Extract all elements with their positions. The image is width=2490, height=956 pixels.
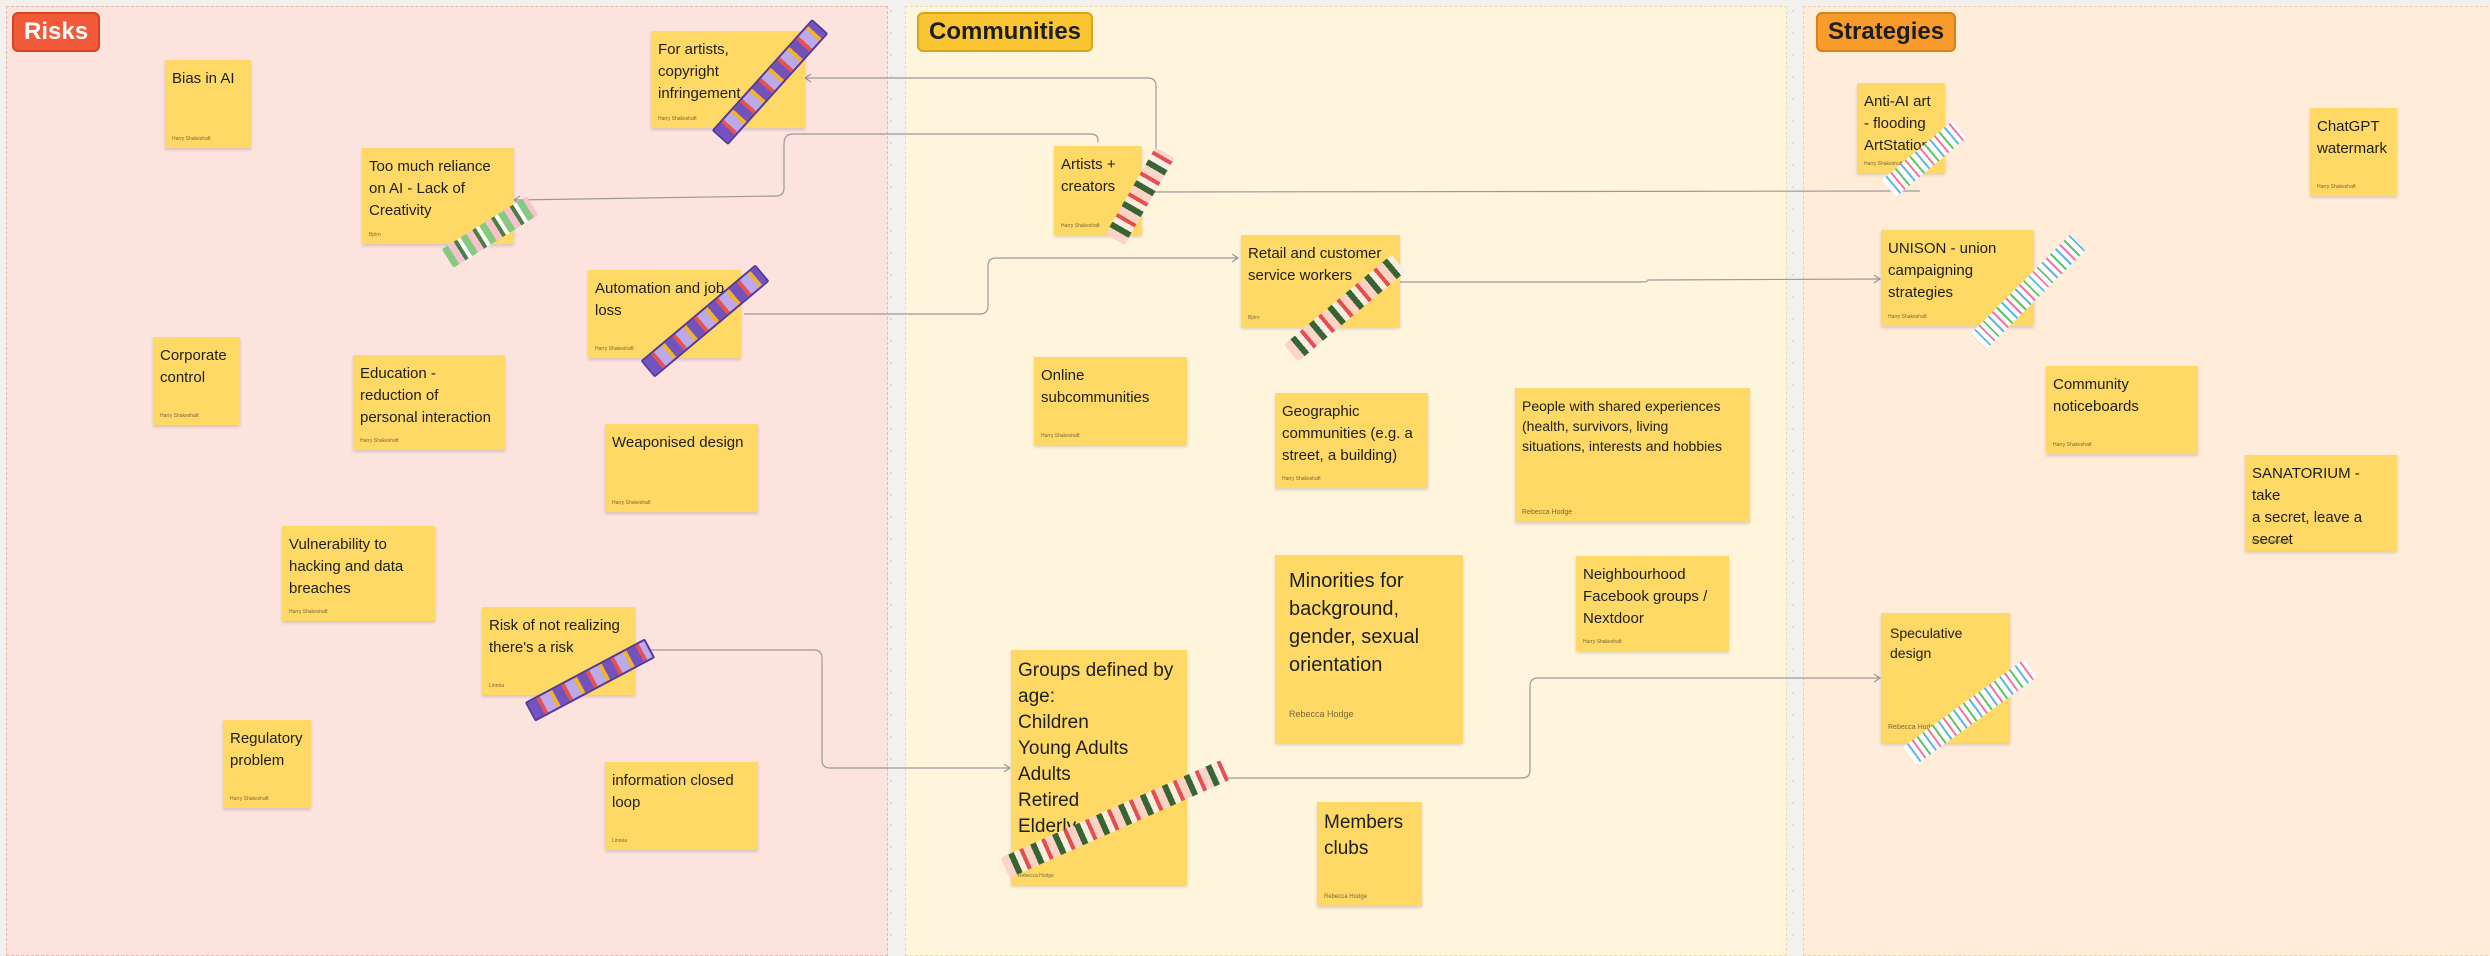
note-text: People with shared experiences (health, … xyxy=(1522,398,1723,454)
section-label-communities[interactable]: Communities xyxy=(917,12,1094,52)
sticky-note-minorities[interactable]: Minorities for background, gender, sexua… xyxy=(1275,555,1463,743)
sticky-note-information-closed-loop[interactable]: information closed loop Linnéa xyxy=(605,762,758,850)
note-text: information closed loop xyxy=(612,772,734,811)
note-author: Harry Shakeshaft xyxy=(1583,639,1622,645)
note-author: Harry Shakeshaft xyxy=(595,346,634,352)
note-text: Geographic communities (e.g. a street, a… xyxy=(1282,403,1413,464)
sticky-note-education[interactable]: Education - reduction of personal intera… xyxy=(353,355,505,450)
note-text: Members clubs xyxy=(1324,812,1404,859)
note-text: Community noticeboards xyxy=(2053,376,2139,415)
note-author: Harry Shakeshaft xyxy=(172,136,211,142)
note-text: Corporate control xyxy=(160,347,227,386)
section-label-strategies[interactable]: Strategies xyxy=(1816,12,1957,52)
note-text: Weaponised design xyxy=(612,434,744,451)
sticky-note-shared-experiences[interactable]: People with shared experiences (health, … xyxy=(1515,388,1750,522)
sticky-note-online-subcommunities[interactable]: Online subcommunities Harry Shakeshaft xyxy=(1034,357,1187,445)
sticky-note-members-clubs[interactable]: Members clubs Rebecca Hodge xyxy=(1317,802,1422,906)
note-text: Anti-AI art - flooding ArtStation xyxy=(1864,93,1931,154)
note-author: Harry Shakeshaft xyxy=(2252,539,2291,545)
note-text: Bias in AI xyxy=(172,70,235,87)
note-author: Rebecca Hodge xyxy=(1289,709,1354,719)
note-text: Neighbourhood Facebook groups / Nextdoor xyxy=(1583,566,1708,627)
note-text: UNISON - union campaigning strategies xyxy=(1888,240,1997,301)
note-author: Harry Shakeshaft xyxy=(2317,184,2356,190)
note-author: Rebecca Hodge xyxy=(1522,509,1573,516)
sticky-note-regulatory-problem[interactable]: Regulatory problem Harry Shakeshaft xyxy=(223,720,311,808)
sticky-note-too-much-reliance[interactable]: Too much reliance on AI - Lack of Creati… xyxy=(362,148,514,244)
note-text: Risk of not realizing there's a risk xyxy=(489,617,620,656)
sticky-note-community-noticeboards[interactable]: Community noticeboards Harry Shakeshaft xyxy=(2046,366,2198,454)
note-author: Harry Shakeshaft xyxy=(1061,223,1100,229)
note-author: Rebecca Hodge xyxy=(1888,724,1939,731)
note-author: Harry Shakeshaft xyxy=(1888,314,1927,320)
note-author: Harry Shakeshaft xyxy=(1864,161,1903,167)
note-text: Vulnerability to hacking and data breach… xyxy=(289,536,404,597)
note-author: Harry Shakeshaft xyxy=(160,413,199,419)
sticky-note-chatgpt-watermark[interactable]: ChatGPT watermark Harry Shakeshaft xyxy=(2310,108,2397,196)
note-author: Rebecca Hodge xyxy=(1324,894,1368,900)
note-text: Minorities for background, gender, sexua… xyxy=(1289,570,1420,676)
sticky-note-vulnerability[interactable]: Vulnerability to hacking and data breach… xyxy=(282,526,435,621)
note-author: Linnéa xyxy=(489,683,505,689)
note-author: Björn xyxy=(369,232,381,238)
note-author: Harry Shakeshaft xyxy=(230,796,269,802)
note-text: Retail and customer service workers xyxy=(1248,245,1382,284)
note-text: For artists, copyright infringement xyxy=(658,41,741,102)
sticky-note-weaponised-design[interactable]: Weaponised design Harry Shakeshaft xyxy=(605,424,758,512)
note-text: SANATORIUM - take a secret, leave a secr… xyxy=(2252,465,2363,548)
note-author: Harry Shakeshaft xyxy=(1282,476,1321,482)
section-label-risks[interactable]: Risks xyxy=(12,12,101,52)
note-text: Online subcommunities xyxy=(1041,367,1150,406)
sticky-note-bias-in-ai[interactable]: Bias in AI Harry Shakeshaft xyxy=(165,60,251,148)
note-author: Harry Shakeshaft xyxy=(612,500,651,506)
note-text: Too much reliance on AI - Lack of Creati… xyxy=(369,158,491,219)
note-text: Automation and job loss xyxy=(595,280,725,319)
sticky-note-not-realizing-risk[interactable]: Risk of not realizing there's a risk Lin… xyxy=(482,607,635,695)
note-author: Harry Shakeshaft xyxy=(2053,442,2092,448)
sticky-note-corporate-control[interactable]: Corporate control Harry Shakeshaft xyxy=(153,337,240,425)
note-author: Rebecca Hodge xyxy=(1018,873,1054,879)
sticky-note-sanatorium[interactable]: SANATORIUM - take a secret, leave a secr… xyxy=(2245,455,2397,551)
note-text: Artists + creators xyxy=(1061,156,1116,195)
note-author: Linnéa xyxy=(612,838,628,844)
note-text: Education - reduction of personal intera… xyxy=(360,365,491,426)
note-author: Björn xyxy=(1248,315,1260,321)
note-author: Harry Shakeshaft xyxy=(289,609,328,615)
note-text: ChatGPT watermark xyxy=(2317,118,2388,157)
note-text: Groups defined by age: Children Young Ad… xyxy=(1018,660,1174,837)
sticky-note-geographic-communities[interactable]: Geographic communities (e.g. a street, a… xyxy=(1275,393,1428,488)
sticky-note-neighbourhood-groups[interactable]: Neighbourhood Facebook groups / Nextdoor… xyxy=(1576,556,1729,651)
note-text: Speculative design xyxy=(1890,625,1963,661)
note-author: Harry Shakeshaft xyxy=(360,438,399,444)
note-author: Harry Shakeshaft xyxy=(1041,433,1080,439)
note-author: Harry Shakeshaft xyxy=(658,116,697,122)
note-text: Regulatory problem xyxy=(230,730,303,769)
